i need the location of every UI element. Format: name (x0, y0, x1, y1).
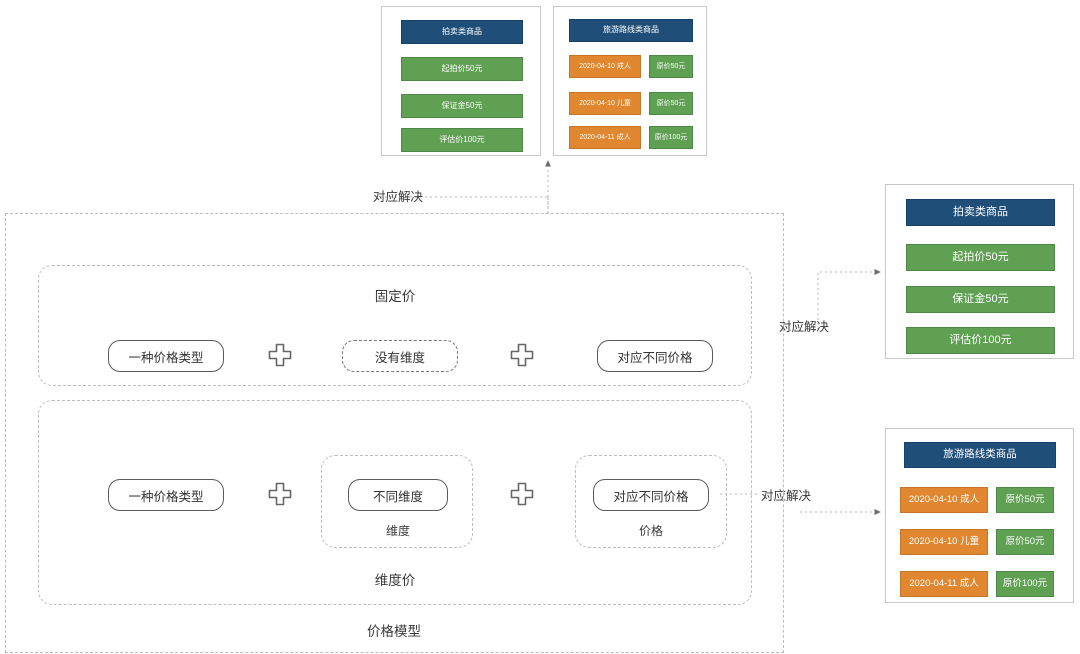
card-row-chip: 保证金50元 (401, 94, 523, 118)
card-header-chip: 拍卖类商品 (401, 20, 523, 44)
card-price-chip: 原价50元 (649, 55, 693, 78)
card-row-chip: 保证金50元 (906, 286, 1055, 313)
plus-icon (509, 342, 535, 368)
example-card-travel-small: 旅游路线类商品 2020-04-10 成人 原价50元 2020-04-10 儿… (553, 6, 707, 156)
connector-label-right-lower: 对应解决 (760, 488, 811, 503)
price-model-label: 价格模型 (367, 624, 421, 639)
plus-icon (509, 481, 535, 507)
fixed-price-term-price: 对应不同价格 (597, 340, 713, 372)
fixed-price-label: 固定价 (374, 289, 416, 304)
connector-label-top: 对应解决 (372, 189, 423, 204)
card-dimension-chip: 2020-04-10 儿童 (900, 529, 988, 555)
fixed-price-term-type: 一种价格类型 (108, 340, 224, 372)
card-price-chip: 原价100元 (996, 571, 1054, 597)
dimension-group-label: 维度 (385, 523, 410, 538)
dimension-price-term-dimension: 不同维度 (348, 479, 448, 511)
card-header-chip: 旅游路线类商品 (904, 442, 1056, 468)
example-card-auction-large: 拍卖类商品 起拍价50元 保证金50元 评估价100元 (885, 184, 1074, 359)
card-dimension-chip: 2020-04-11 成人 (569, 126, 641, 149)
card-dimension-chip: 2020-04-11 成人 (900, 571, 988, 597)
card-dimension-chip: 2020-04-10 成人 (569, 55, 641, 78)
fixed-price-section (38, 265, 752, 386)
card-header-chip: 旅游路线类商品 (569, 19, 693, 42)
card-dimension-chip: 2020-04-10 儿童 (569, 92, 641, 115)
card-row-chip: 评估价100元 (906, 327, 1055, 354)
price-group-label: 价格 (638, 523, 663, 538)
example-card-travel-large: 旅游路线类商品 2020-04-10 成人 原价50元 2020-04-10 儿… (885, 428, 1074, 603)
dimension-price-term-type: 一种价格类型 (108, 479, 224, 511)
card-row-chip: 起拍价50元 (401, 57, 523, 81)
example-card-auction-small: 拍卖类商品 起拍价50元 保证金50元 评估价100元 (381, 6, 541, 156)
fixed-price-term-dimension: 没有维度 (342, 340, 458, 372)
card-header-chip: 拍卖类商品 (906, 199, 1055, 226)
dimension-group (321, 455, 473, 548)
card-price-chip: 原价50元 (996, 487, 1054, 513)
card-price-chip: 原价50元 (996, 529, 1054, 555)
connector-label-right-upper: 对应解决 (778, 319, 829, 334)
price-group (575, 455, 727, 548)
card-row-chip: 评估价100元 (401, 128, 523, 152)
dimension-price-term-price: 对应不同价格 (593, 479, 709, 511)
card-price-chip: 原价50元 (649, 92, 693, 115)
dimension-price-section (38, 400, 752, 605)
card-price-chip: 原价100元 (649, 126, 693, 149)
plus-icon (267, 342, 293, 368)
card-row-chip: 起拍价50元 (906, 244, 1055, 271)
dimension-price-label: 维度价 (374, 573, 416, 588)
plus-icon (267, 481, 293, 507)
price-model-container (5, 213, 784, 653)
card-dimension-chip: 2020-04-10 成人 (900, 487, 988, 513)
